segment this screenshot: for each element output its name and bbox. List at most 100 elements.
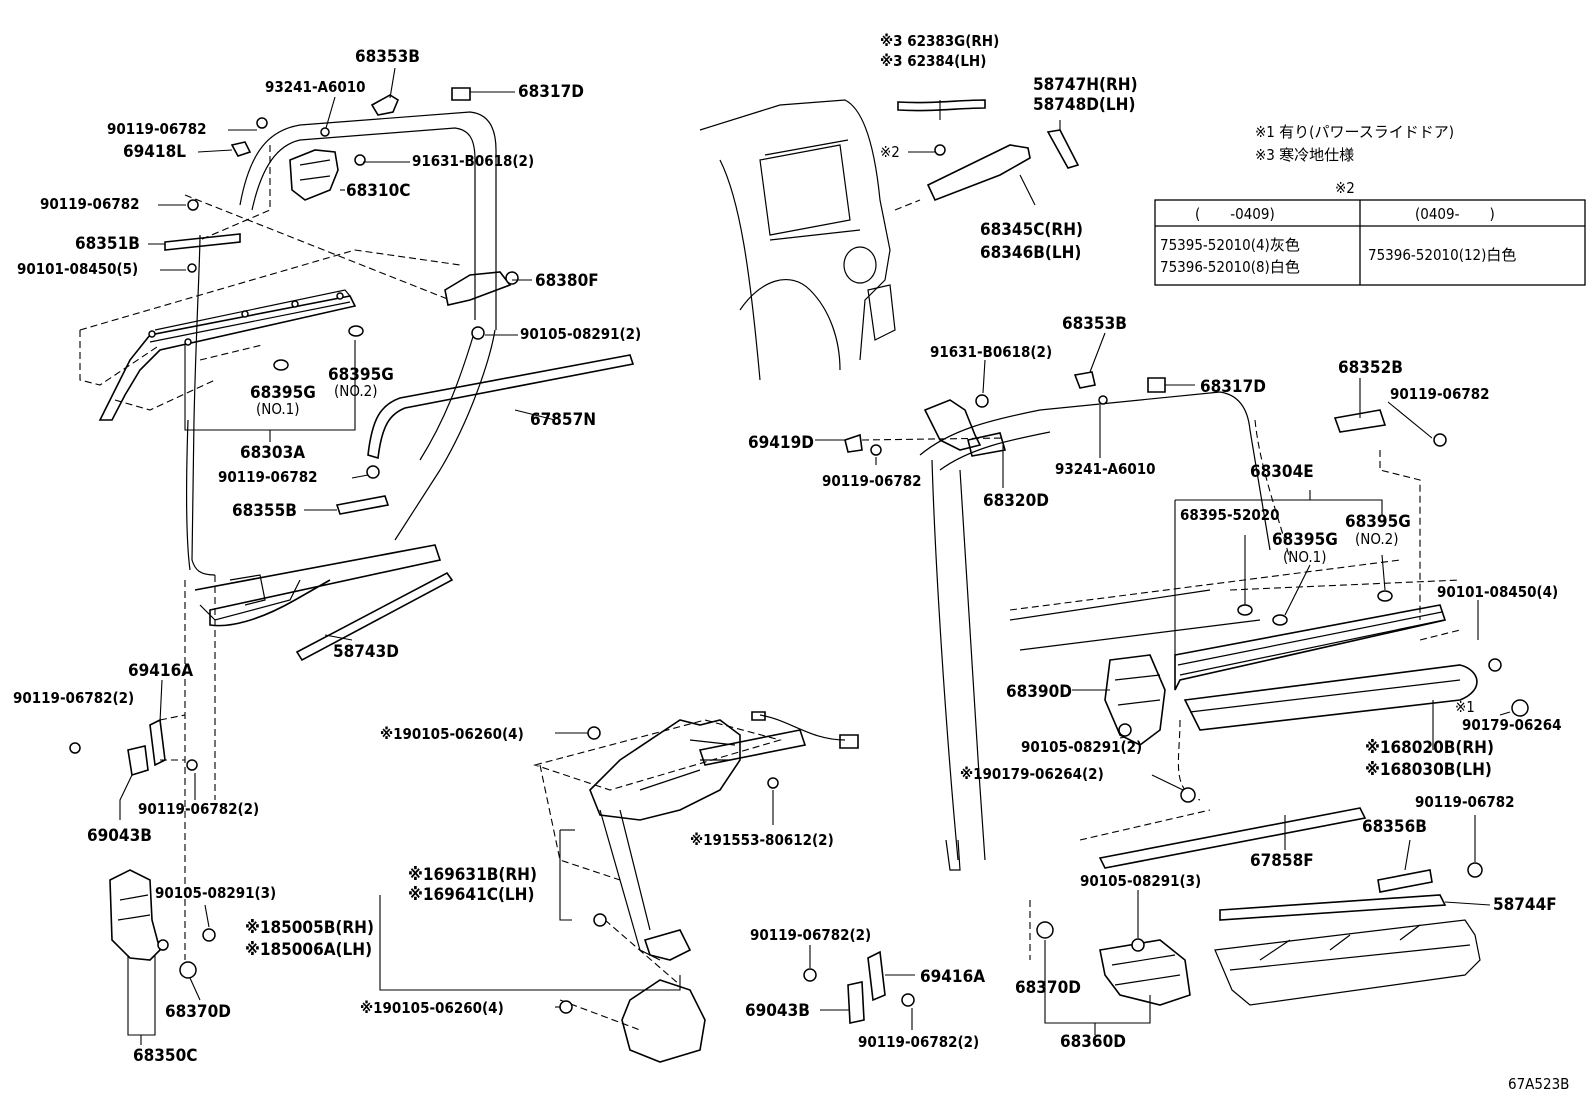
regulator-85005b: [379, 711, 859, 1063]
label-90105-e: ※190105-06260(4): [380, 725, 524, 743]
label-68345C: 68345C(RH): [980, 220, 1083, 240]
label-68370D-a: 68370D: [165, 1002, 231, 1022]
hinge-68310c: [164, 87, 519, 340]
label-no1-a: (NO.1): [256, 400, 300, 418]
lower-strips-right: [1098, 807, 1491, 921]
label-93241-b: 93241-A6010: [1055, 460, 1156, 478]
label-68395-52020: 68395-52020: [1180, 506, 1280, 524]
label-90105-a: 90105-08291(2): [520, 325, 641, 343]
label-90119-c: 90119-06782: [218, 468, 318, 486]
label-68303A: 68303A: [240, 443, 305, 463]
label-68020B: ※168020B(RH): [1365, 738, 1494, 758]
table-col1-header: ( -0409): [1195, 205, 1275, 223]
label-90119-f: 90119-06782: [1390, 385, 1490, 403]
label-68353B-b: 68353B: [1062, 314, 1127, 334]
label-68370D-b: 68370D: [1015, 978, 1081, 998]
label-69631B: ※169631B(RH): [408, 865, 537, 885]
label-90105-b: 90105-08291(3): [155, 884, 276, 902]
table-col1-line1: 75395-52010(4)灰色: [1160, 236, 1300, 254]
label-90119-e: 90119-06782(2): [138, 800, 259, 818]
label-68395G-no1-a: 68395G: [250, 383, 316, 403]
lower-hinge-68360d: [1036, 921, 1191, 1035]
label-90119-g: 90119-06782: [822, 472, 922, 490]
label-90101-a: 90101-08450(5): [17, 260, 138, 278]
label-69043B-b: 69043B: [745, 1001, 810, 1021]
label-90105-d: 90105-08291(3): [1080, 872, 1201, 890]
label-90119-d: 90119-06782(2): [13, 689, 134, 707]
label-69043B-a: 69043B: [87, 826, 152, 846]
label-90119-i: 90119-06782(2): [750, 926, 871, 944]
leader-lines: [148, 67, 1511, 1030]
label-68395G-no2-a: 68395G: [328, 365, 394, 385]
label-68317D-a: 68317D: [518, 82, 584, 102]
table-col2-line1: 75396-52010(12)白色: [1368, 246, 1516, 264]
label-68395G-no2-b: 68395G: [1345, 512, 1411, 532]
bracket-68355b: [335, 465, 390, 515]
label-68360D: 68360D: [1060, 1032, 1126, 1052]
label-67858F: 67858F: [1250, 851, 1314, 871]
weatherstrip-67857n: [367, 354, 635, 460]
label-68395G-no1-b: 68395G: [1272, 530, 1338, 550]
label-68317D-b: 68317D: [1200, 377, 1266, 397]
table-col2-header: (0409- ): [1415, 205, 1495, 223]
note-3: ※3 寒冷地仕様: [1255, 146, 1354, 164]
label-no2-a: (NO.2): [334, 382, 378, 400]
label-69641C: ※169641C(LH): [408, 885, 534, 905]
label-58744F: 58744F: [1493, 895, 1557, 915]
label-68351B: 68351B: [75, 234, 140, 254]
label-67857N: 67857N: [530, 410, 596, 430]
label-62383G: ※3 62383G(RH): [880, 32, 999, 50]
right-door-frame: [919, 391, 1461, 960]
label-68310C: 68310C: [346, 181, 410, 201]
label-68380F: 68380F: [535, 271, 599, 291]
label-68353B-a: 68353B: [355, 47, 420, 67]
label-85005B: ※185005B(RH): [245, 918, 374, 938]
label-68030B: ※168030B(LH): [1365, 760, 1492, 780]
label-68304E: 68304E: [1250, 462, 1314, 482]
label-69419D: 69419D: [748, 433, 814, 453]
note-1: ※1 有り(パワースライドドア): [1255, 123, 1454, 141]
left-lower-rail: [194, 544, 454, 662]
label-68346B: 68346B(LH): [980, 243, 1081, 263]
label-69418L: 69418L: [123, 142, 186, 162]
table-col1-line2: 75396-52010(8)白色: [1160, 258, 1300, 276]
label-90119-j: 90119-06782(2): [858, 1033, 979, 1051]
label-69416A-b: 69416A: [920, 967, 985, 987]
label-62384: ※3 62384(LH): [880, 52, 986, 70]
lower-hinge-68350c: [109, 869, 216, 1045]
label-68350C: 68350C: [133, 1046, 197, 1066]
label-91631-a: 91631-B0618(2): [412, 152, 534, 170]
table-title: ※2: [1335, 179, 1355, 197]
label-no2-b: (NO.2): [1355, 530, 1399, 548]
vehicle-body-outline: [699, 99, 1080, 381]
upper-rail-68303a: [98, 289, 364, 442]
labels: 68353B 93241-A6010 68317D 90119-06782 69…: [13, 32, 1569, 1093]
label-85006A: ※185006A(LH): [245, 940, 372, 960]
diagram-code: 67A523B: [1508, 1075, 1569, 1093]
label-90119-b: 90119-06782: [40, 195, 140, 213]
label-mark2: ※2: [880, 143, 900, 161]
label-68390D: 68390D: [1006, 682, 1072, 702]
label-68355B: 68355B: [232, 501, 297, 521]
rails-68304e: [1174, 490, 1478, 731]
right-lower-sill: [1214, 919, 1481, 1006]
label-93241-a: 93241-A6010: [265, 78, 366, 96]
label-91553: ※191553-80612(2): [690, 831, 834, 849]
label-90119-h: 90119-06782: [1415, 793, 1515, 811]
label-68352B: 68352B: [1338, 358, 1403, 378]
label-mark1: ※1: [1455, 698, 1475, 716]
stopper-69416a-center: [803, 950, 915, 1024]
label-69416A-a: 69416A: [128, 661, 193, 681]
stopper-69416a-left: [69, 718, 198, 820]
label-68320D: 68320D: [983, 491, 1049, 511]
hinge-68320d: [844, 371, 1447, 457]
label-90179-b: ※190179-06264(2): [960, 765, 1104, 783]
label-90179-a: 90179-06264: [1462, 716, 1562, 734]
label-58747H: 58747H(RH): [1033, 75, 1138, 95]
label-90101-b: 90101-08450(4): [1437, 583, 1558, 601]
label-68356B: 68356B: [1362, 817, 1427, 837]
label-90119-a: 90119-06782: [107, 120, 207, 138]
label-58748D: 58748D(LH): [1033, 95, 1135, 115]
spec-table: [1154, 199, 1586, 286]
